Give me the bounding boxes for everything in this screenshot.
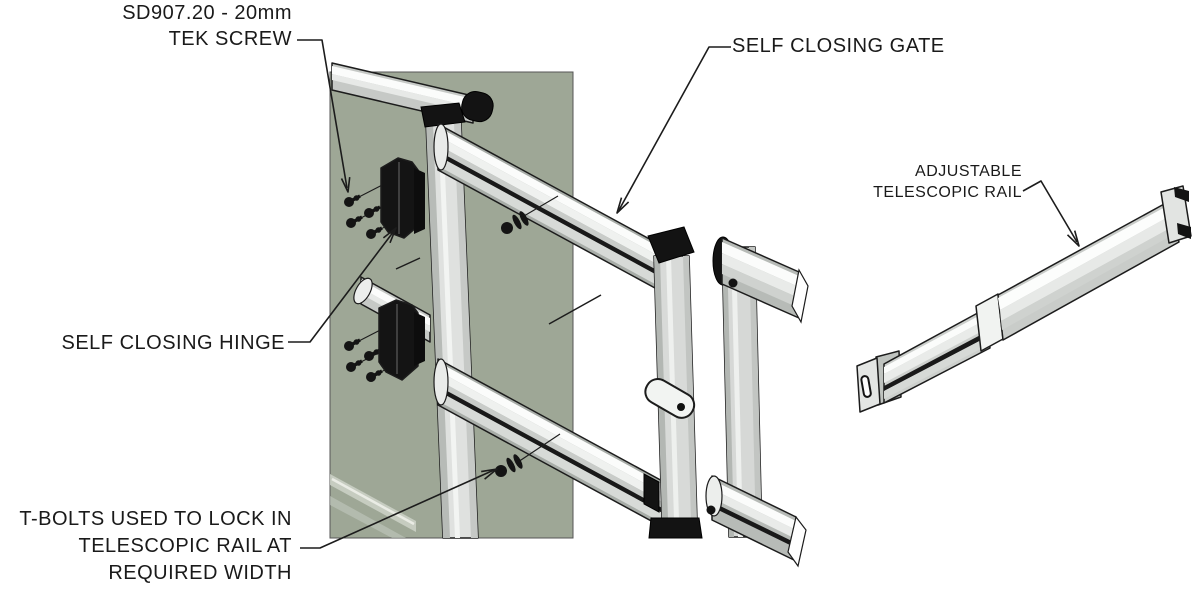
telescopic-outer-tube <box>997 202 1180 341</box>
tek-screw <box>366 369 383 382</box>
label-self-closing-hinge: SELF CLOSING HINGE <box>61 332 285 354</box>
self-closing-hinge-bottom <box>378 299 425 381</box>
t-bolt-bottom <box>495 433 561 477</box>
post-top-cap <box>420 102 466 128</box>
arrowhead <box>481 468 498 480</box>
phantom-line-hinge <box>395 257 421 270</box>
telescopic-end-plate <box>1160 185 1192 244</box>
leader-self-closing-hinge <box>288 227 397 343</box>
rail-break-face <box>787 515 807 568</box>
bracket-slot-hole <box>860 375 872 398</box>
gate-latch-post <box>644 226 703 539</box>
label-t-bolts: T-BOLTS USED TO LOCK IN TELESCOPIC RAIL … <box>0 506 292 587</box>
self-closing-hinge-top <box>380 157 425 239</box>
leader-tek-screw <box>297 39 351 193</box>
label-adjustable-telescopic-rail: ADJUSTABLE TELESCOPIC RAIL <box>790 161 1022 203</box>
panel-ghost-rails <box>330 474 416 538</box>
leader-t-bolts <box>300 468 498 549</box>
label-adjustable-line1: ADJUSTABLE <box>915 163 1022 180</box>
arrowhead <box>1066 230 1080 247</box>
tek-screw <box>346 215 363 228</box>
tek-screw <box>364 205 381 218</box>
tek-screw <box>344 194 361 207</box>
rail-slot <box>712 502 796 548</box>
label-self-closing-gate: SELF CLOSING GATE <box>732 35 945 57</box>
label-tek-screw-line2: TEK SCREW <box>168 28 292 50</box>
telescopic-rail <box>856 185 1192 413</box>
fixed-bottom-rail <box>705 475 807 568</box>
t-bolt-top <box>501 195 559 234</box>
label-t-bolts-line2: TELESCOPIC RAIL AT <box>78 535 292 557</box>
arrowhead <box>382 227 397 244</box>
handrail-end-cap <box>461 91 494 123</box>
tek-screw <box>344 338 361 351</box>
rail-end-cap <box>643 473 660 513</box>
rail-slot <box>884 331 989 391</box>
fixed-top-handrail <box>712 236 809 324</box>
leader-self-closing-gate <box>616 46 731 214</box>
arrowhead <box>340 177 351 193</box>
latch-hole <box>677 403 685 411</box>
leader-telescopic-rail <box>1022 180 1080 247</box>
rail-slot <box>438 386 666 515</box>
rail-break-face <box>791 268 809 324</box>
tek-screw <box>364 348 381 361</box>
gate-top-rail <box>433 123 667 295</box>
rail-slot <box>438 151 666 280</box>
post-top-cap <box>647 226 695 264</box>
phantom-line-gate <box>548 294 602 325</box>
label-t-bolts-line3: REQUIRED WIDTH <box>108 562 292 584</box>
tek-screw <box>366 226 383 239</box>
label-tek-screw-line1: SD907.20 - 20mm <box>122 2 292 24</box>
post-base-cap <box>648 517 703 539</box>
label-adjustable-line2: TELESCOPIC RAIL <box>873 184 1022 201</box>
tek-screw <box>346 359 363 372</box>
arrowhead <box>616 197 630 214</box>
telescopic-inner-tube <box>883 308 991 404</box>
gate-bottom-rail <box>433 358 667 530</box>
label-tek-screw: SD907.20 - 20mm TEK SCREW <box>0 0 292 52</box>
rail-pin <box>728 278 738 288</box>
label-t-bolts-line1: T-BOLTS USED TO LOCK IN <box>19 508 292 530</box>
